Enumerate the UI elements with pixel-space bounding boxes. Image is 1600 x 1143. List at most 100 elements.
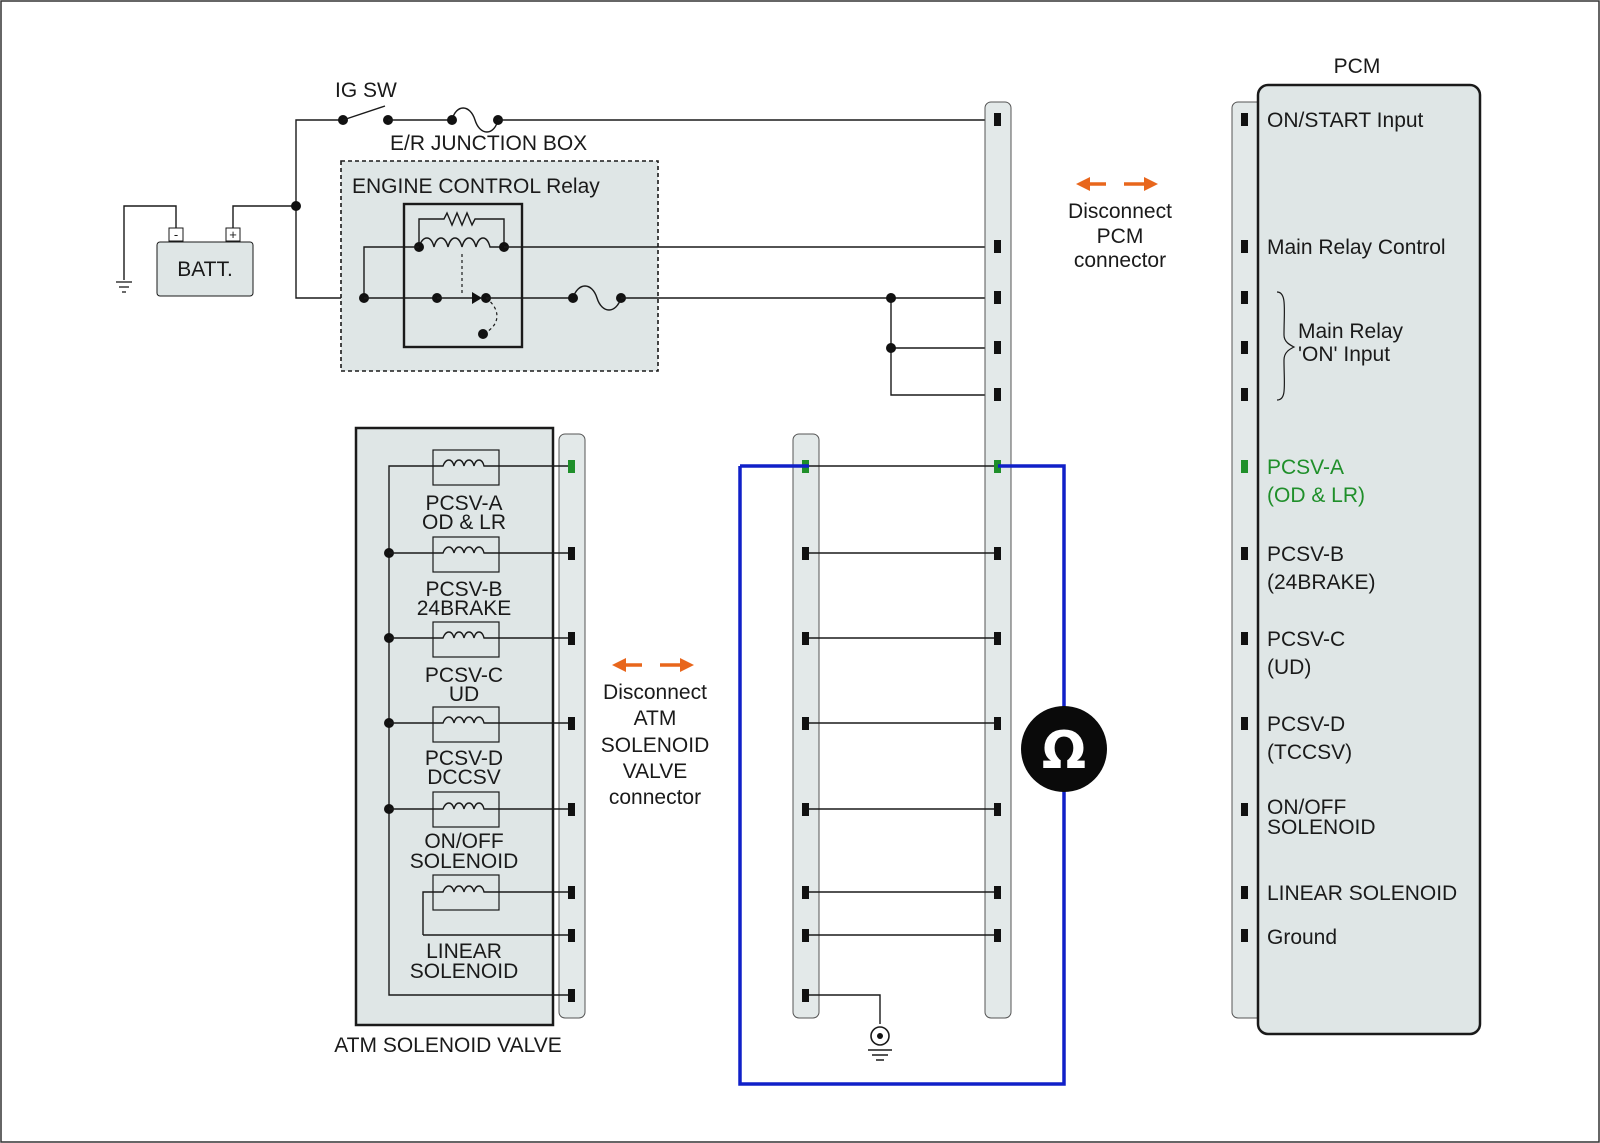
battery-pos-sign: + <box>229 227 237 242</box>
solenoid-coil-icon <box>389 791 568 828</box>
harness-pin <box>994 341 1001 354</box>
pcm-label-ground: Ground <box>1267 926 1337 949</box>
solenoid-label: PCSV-A <box>425 492 502 515</box>
pcm-label-pcsv-d-2: (TCCSV) <box>1267 741 1352 764</box>
harness-pin <box>994 929 1001 942</box>
atm-disconnect-line-1: Disconnect <box>603 681 707 704</box>
battery-ground-wire <box>123 205 177 280</box>
pcm-disconnect-line-1: Disconnect <box>1068 200 1172 223</box>
relay-title: ENGINE CONTROL Relay <box>352 175 600 198</box>
pcm-disconnect-arrow-icon <box>1076 177 1158 191</box>
pcm-label-pcsv-c-1: PCSV-C <box>1267 628 1345 651</box>
pcm-pin <box>1241 388 1248 401</box>
pcm-pin <box>1241 240 1248 253</box>
solenoid-coil-icon <box>432 449 568 486</box>
harness-pin <box>994 547 1001 560</box>
battery <box>156 241 254 297</box>
pcm-pin <box>1241 929 1248 942</box>
solenoid-label: LINEAR <box>426 940 502 963</box>
pcm-label-pcsv-b-2: (24BRAKE) <box>1267 571 1376 594</box>
atm-disconnect-line-3: SOLENOID <box>601 734 710 757</box>
relay-resistor-icon <box>418 211 505 247</box>
solenoid-coil-icon <box>422 874 568 936</box>
pcm-label-on-off-2: SOLENOID <box>1267 816 1376 839</box>
solenoid-coil-icon <box>389 621 568 658</box>
pcm-pin <box>1241 291 1248 304</box>
solenoid-coil-icon <box>389 536 568 573</box>
atm-valve-pins <box>568 460 575 1002</box>
pcm-label-pcsv-a-1: PCSV-A <box>1267 456 1344 479</box>
relay-fuse-icon <box>572 285 622 311</box>
coil-feed-wire <box>363 246 419 298</box>
harness-pin-pcsv-a <box>994 460 1001 473</box>
solenoid-label: ON/OFF <box>424 830 503 853</box>
atm-disconnect-line-4: VALVE <box>623 760 688 783</box>
harness-pin <box>994 240 1001 253</box>
pcm-label-pcsv-d-1: PCSV-D <box>1267 713 1345 736</box>
pcm-label-on-off-1: ON/OFF <box>1267 796 1346 819</box>
meter-lead-a-loop <box>738 466 1066 1086</box>
meter-lead-b <box>998 464 1066 708</box>
harness-pin <box>994 632 1001 645</box>
harness-pin <box>802 547 809 560</box>
solenoid-label: PCSV-B <box>425 578 502 601</box>
battery-label: BATT. <box>177 258 233 281</box>
pcm-label-pcsv-a-2: (OD & LR) <box>1267 484 1365 507</box>
battery-ground-icon <box>116 281 132 293</box>
pcm-harness-pins <box>994 113 1001 942</box>
atm-disconnect-arrow-icon <box>612 658 694 672</box>
fuse-contact-1 <box>447 115 457 125</box>
relay-inner-box <box>402 202 524 349</box>
atm-common-rail <box>388 465 568 996</box>
solenoid-label: 24BRAKE <box>417 597 512 620</box>
junction-dot <box>291 201 301 211</box>
relay-contact-3 <box>478 329 488 339</box>
power-section: IG SW E/R JUNCTION BOX BATT. - + <box>116 79 998 396</box>
pcm-pin-pcsv-a <box>1241 460 1248 473</box>
ig-sw-blade <box>342 105 386 121</box>
harness-pin <box>994 886 1001 899</box>
engine-control-relay-box <box>340 160 659 372</box>
pcm-title: PCM <box>1334 55 1381 78</box>
atm-pin <box>568 886 575 899</box>
atm-solenoid-coils <box>389 449 568 936</box>
pcm-label-on-start: ON/START Input <box>1267 109 1424 132</box>
atm-pin <box>568 632 575 645</box>
harness-pin <box>802 929 809 942</box>
relay-arrow-icon <box>472 292 482 304</box>
harness-pin <box>994 717 1001 730</box>
pcm-pin <box>1241 632 1248 645</box>
harness-pin <box>994 388 1001 401</box>
main-relay-on-branch <box>890 298 998 396</box>
harness-pin <box>802 632 809 645</box>
junction-box-label: E/R JUNCTION BOX <box>390 132 587 155</box>
pcm-pin <box>1241 717 1248 730</box>
pcm-label-pcsv-b-1: PCSV-B <box>1267 543 1344 566</box>
ig-sw-label: IG SW <box>335 79 397 102</box>
pcm-label-main-relay-on-1: Main Relay <box>1298 320 1404 343</box>
atm-disconnect-line-5: connector <box>609 786 701 809</box>
pcm-pin <box>1241 547 1248 560</box>
pcm-pins <box>1241 113 1248 942</box>
harness-pin <box>994 113 1001 126</box>
solenoid-label: PCSV-D <box>425 747 503 770</box>
ig-feed-wire <box>295 119 343 206</box>
pcm-pin <box>1241 113 1248 126</box>
solenoid-label: PCSV-C <box>425 664 503 687</box>
harness-pin <box>802 886 809 899</box>
pcm-module <box>1256 83 1482 1036</box>
harness-pin <box>994 291 1001 304</box>
harness-pin <box>802 989 809 1002</box>
main-relay-brace-icon <box>1276 291 1296 401</box>
ig-fuse-icon <box>451 107 499 133</box>
pcm-pin <box>1241 886 1248 899</box>
solenoid-label: UD <box>449 683 479 706</box>
pcm-disconnect-line-2: PCM <box>1097 225 1144 248</box>
pcm-label-main-relay-on-2: 'ON' Input <box>1298 343 1390 366</box>
atm-solenoid-labels: PCSV-A OD & LR PCSV-B 24BRAKE PCSV-C UD … <box>410 492 519 983</box>
chassis-ground-icon <box>868 1026 892 1061</box>
harness-pin <box>994 803 1001 816</box>
pcm-label-main-relay-control: Main Relay Control <box>1267 236 1446 259</box>
branch-dot-1 <box>886 293 896 303</box>
pcm-pin <box>1241 803 1248 816</box>
